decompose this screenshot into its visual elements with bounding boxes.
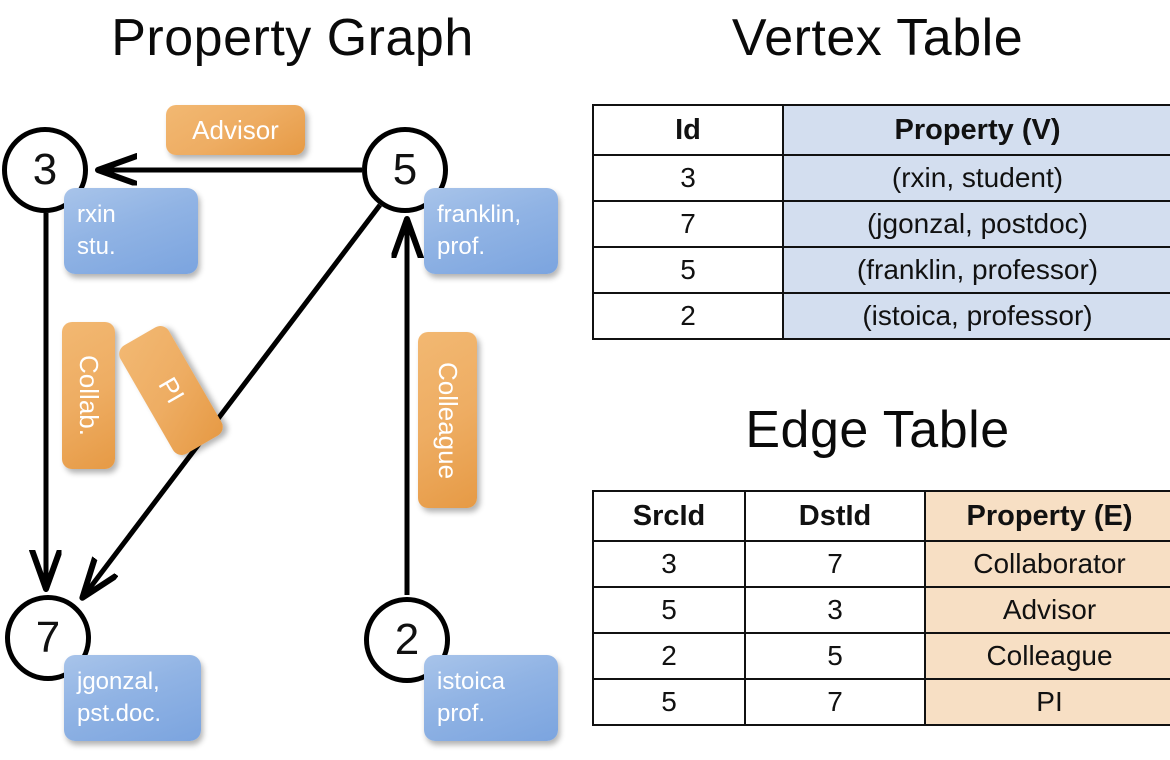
vertex-table-cell-id: 3 bbox=[592, 154, 784, 202]
vertex-table-header-id: Id bbox=[592, 104, 784, 156]
vertex-callout-5: franklin, prof. bbox=[424, 188, 558, 274]
edge-label-colleague-text: Colleague bbox=[433, 361, 463, 479]
vertex-callout-7-line2: pst.doc. bbox=[77, 700, 162, 728]
edge-label-advisor: Advisor bbox=[166, 105, 305, 155]
table-row[interactable]: 5 7 PI bbox=[592, 678, 1170, 726]
table-row[interactable]: 7 (jgonzal, postdoc) bbox=[592, 200, 1170, 248]
vertex-callout-2-line1: istoica bbox=[437, 668, 506, 695]
edge-label-collaborator: Collab. bbox=[62, 322, 115, 469]
edge-table-cell-dstid: 7 bbox=[744, 678, 926, 726]
edge-table-header-dstid: DstId bbox=[744, 490, 926, 542]
edge-table-cell-srcid: 2 bbox=[592, 632, 746, 680]
table-row[interactable]: 2 5 Colleague bbox=[592, 632, 1170, 680]
edge-table: SrcId DstId Property (E) 3 7 Collaborato… bbox=[592, 490, 1170, 726]
vertex-callout-3-line1: rxin bbox=[77, 201, 116, 228]
property-graph-diagram: 3 5 7 2 rxin stu. franklin, prof. jgonza… bbox=[0, 0, 585, 760]
edge-table-cell-property: Advisor bbox=[924, 586, 1170, 634]
edge-table-cell-srcid: 5 bbox=[592, 678, 746, 726]
edge-label-colleague: Colleague bbox=[418, 332, 477, 508]
edge-table-cell-property: Colleague bbox=[924, 632, 1170, 680]
table-row[interactable]: 5 (franklin, professor) bbox=[592, 246, 1170, 294]
edge-label-pi-text: PI bbox=[152, 372, 191, 409]
vertex-callout-3: rxin stu. bbox=[64, 188, 198, 274]
edge-table-cell-dstid: 7 bbox=[744, 540, 926, 588]
page-title-vertex-table: Vertex Table bbox=[731, 9, 1024, 67]
edge-table-cell-srcid: 5 bbox=[592, 586, 746, 634]
table-row[interactable]: 3 (rxin, student) bbox=[592, 154, 1170, 202]
vertex-table-cell-id: 7 bbox=[592, 200, 784, 248]
graph-edges-layer bbox=[0, 0, 585, 760]
vertex-callout-7: jgonzal, pst.doc. bbox=[64, 655, 201, 741]
edge-label-advisor-text: Advisor bbox=[192, 114, 279, 145]
vertex-table-cell-id: 5 bbox=[592, 246, 784, 294]
edge-table-cell-property: Collaborator bbox=[924, 540, 1170, 588]
vertex-callout-2-line2: prof. bbox=[437, 700, 486, 728]
vertex-callout-5-line2: prof. bbox=[437, 233, 486, 261]
page-title-property-graph: Property Graph bbox=[111, 9, 474, 67]
vertex-table-cell-property: (rxin, student) bbox=[782, 154, 1170, 202]
vertex-table-cell-property: (jgonzal, postdoc) bbox=[782, 200, 1170, 248]
vertex-callout-5-line1: franklin, bbox=[437, 201, 522, 228]
edge-table-header-property: Property (E) bbox=[924, 490, 1170, 542]
table-row[interactable]: 3 7 Collaborator bbox=[592, 540, 1170, 588]
edge-table-header-srcid: SrcId bbox=[592, 490, 746, 542]
edge-5-to-7-pi bbox=[83, 203, 382, 597]
graph-vertex-2[interactable]: 2 bbox=[364, 597, 450, 683]
edge-table-cell-dstid: 3 bbox=[744, 586, 926, 634]
edge-table-cell-srcid: 3 bbox=[592, 540, 746, 588]
vertex-table-cell-property: (istoica, professor) bbox=[782, 292, 1170, 340]
edge-table-cell-property: PI bbox=[924, 678, 1170, 726]
vertex-table-cell-id: 2 bbox=[592, 292, 784, 340]
edge-table-cell-dstid: 5 bbox=[744, 632, 926, 680]
vertex-table-cell-property: (franklin, professor) bbox=[782, 246, 1170, 294]
edge-label-collaborator-text: Collab. bbox=[74, 355, 104, 436]
vertex-table-header-row: Id Property (V) bbox=[592, 104, 1170, 156]
vertex-table-header-property: Property (V) bbox=[782, 104, 1170, 156]
table-row[interactable]: 2 (istoica, professor) bbox=[592, 292, 1170, 340]
table-row[interactable]: 5 3 Advisor bbox=[592, 586, 1170, 634]
vertex-table: Id Property (V) 3 (rxin, student) 7 (jgo… bbox=[592, 104, 1170, 340]
vertex-callout-2: istoica prof. bbox=[424, 655, 558, 741]
graph-vertex-5[interactable]: 5 bbox=[362, 127, 448, 213]
page-title-edge-table: Edge Table bbox=[745, 401, 1010, 459]
edge-table-header-row: SrcId DstId Property (E) bbox=[592, 490, 1170, 542]
vertex-callout-3-line2: stu. bbox=[77, 233, 116, 261]
vertex-callout-7-line1: jgonzal, bbox=[77, 668, 160, 695]
